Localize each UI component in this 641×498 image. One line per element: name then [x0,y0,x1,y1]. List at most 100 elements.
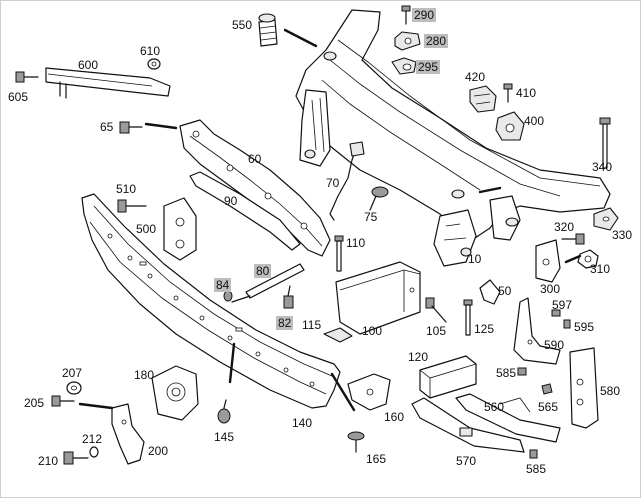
label-295: 295 [416,60,441,74]
label-84: 84 [214,278,232,292]
part-180-bracket[interactable] [151,365,199,421]
part-50-bracket[interactable] [479,279,501,305]
part-310-nut[interactable] [577,249,599,269]
part-160-bracket[interactable] [347,373,391,411]
label-205: 205 [24,396,45,410]
label-565: 565 [538,400,559,414]
label-300: 300 [540,282,561,296]
label-585-lower: 585 [526,462,547,476]
part-90-trim-strip[interactable] [189,171,301,251]
label-550: 550 [232,18,253,32]
part-200-bracket[interactable] [111,403,145,465]
label-180: 180 [134,368,155,382]
part-140-bumper-beam[interactable] [81,193,341,409]
part-60-bracket[interactable] [179,119,331,257]
label-90: 90 [224,194,238,208]
part-550-buffer[interactable] [258,13,278,47]
label-560: 560 [484,400,505,414]
part-565-nut[interactable] [541,383,553,395]
label-105: 105 [426,324,447,338]
part-125-bolt[interactable] [463,299,473,336]
label-500: 500 [136,222,157,236]
label-340: 340 [592,160,613,174]
part-585-screw-lower[interactable] [529,449,538,459]
part-210-bolt[interactable] [63,451,89,465]
label-595: 595 [574,320,595,334]
part-320-screw[interactable] [561,233,585,245]
label-585-upper: 585 [496,366,517,380]
part-410-screw[interactable] [503,83,513,103]
label-610: 610 [140,44,161,58]
part-330-clip[interactable] [593,207,619,231]
label-510: 510 [116,182,137,196]
part-580-side-plate[interactable] [569,347,599,429]
label-597: 597 [552,298,573,312]
part-110-bolt[interactable] [334,235,344,272]
label-120: 120 [408,350,429,364]
label-115: 115 [302,318,322,332]
label-207: 207 [62,366,83,380]
part-70-support-rod[interactable] [329,141,365,221]
part-570-lower-rail[interactable] [411,397,525,453]
label-280: 280 [424,34,449,48]
label-65: 65 [100,120,114,134]
part-585-screw-upper[interactable] [517,367,527,376]
part-207-washer[interactable] [66,381,82,395]
label-145: 145 [214,430,235,444]
part-82-bolt[interactable] [283,285,294,309]
label-310: 310 [590,262,611,276]
label-212: 212 [82,432,103,446]
label-570: 570 [456,454,477,468]
part-560-lower-rail[interactable] [455,393,561,443]
label-600: 600 [78,58,99,72]
label-165: 165 [366,452,387,466]
part-80-gas-strut[interactable] [231,263,305,303]
label-580: 580 [600,384,621,398]
part-front-end-carrier[interactable] [295,9,611,267]
label-605: 605 [8,90,29,104]
part-500-mount[interactable] [163,197,197,261]
part-212-washer[interactable] [89,446,99,458]
label-200: 200 [148,444,169,458]
part-120-crash-tube[interactable] [419,355,477,399]
part-65-bolt[interactable] [119,121,143,134]
part-84-bolt[interactable] [223,290,233,302]
part-290-bolt[interactable] [401,5,411,25]
part-280-clip[interactable] [394,31,421,51]
label-140: 140 [292,416,313,430]
label-125: 125 [474,322,495,336]
part-75-screw[interactable] [369,186,389,211]
part-510-bolt[interactable] [117,199,147,213]
label-110: 110 [346,236,366,250]
label-590: 590 [544,338,565,352]
part-600-cross-rod[interactable] [45,67,171,99]
part-115-plate[interactable] [323,327,353,343]
part-400-latch[interactable] [495,111,525,141]
part-145-clip[interactable] [217,399,231,424]
label-290: 290 [412,8,437,22]
part-165-clip[interactable] [347,431,365,453]
label-75: 75 [364,210,378,224]
part-205-bolt[interactable] [51,395,75,407]
part-420-latch-bracket[interactable] [469,85,497,113]
part-295-bracket[interactable] [391,57,417,75]
part-590-bracket[interactable] [513,297,561,365]
label-320: 320 [554,220,575,234]
part-100-crash-box[interactable] [335,261,421,335]
label-330: 330 [612,228,633,242]
part-610-nut[interactable] [147,58,161,70]
part-340-bolt[interactable] [599,117,611,169]
part-595-screw[interactable] [563,319,571,329]
label-400: 400 [524,114,545,128]
label-82: 82 [276,316,294,330]
part-597-screw[interactable] [551,309,561,317]
part-105-bolt[interactable] [425,297,447,323]
label-60: 60 [248,152,262,166]
label-160: 160 [384,410,405,424]
label-10: 10 [468,252,482,266]
part-605-bolt[interactable] [15,71,39,83]
label-100: 100 [362,324,383,338]
part-300-bracket[interactable] [535,239,561,283]
